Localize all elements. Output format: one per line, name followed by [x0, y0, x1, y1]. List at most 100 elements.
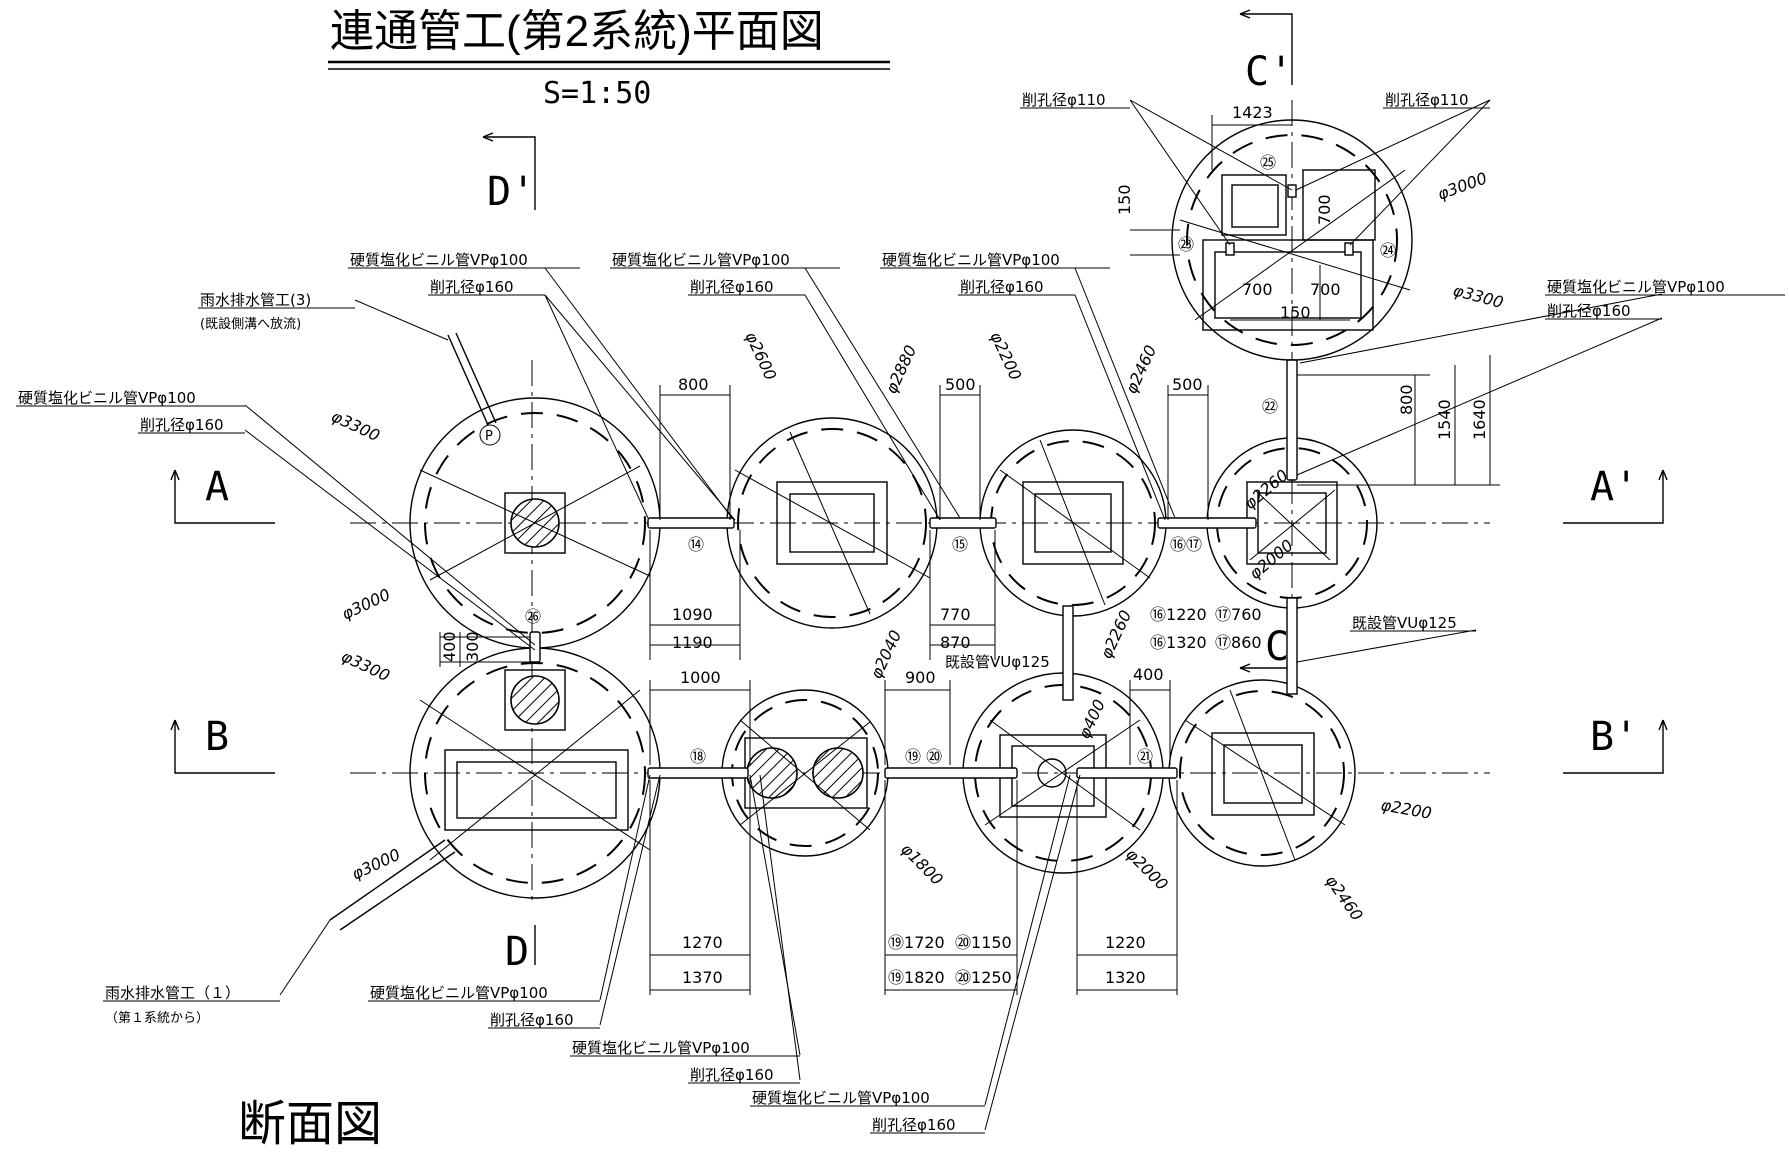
svg-text:D': D' — [487, 169, 535, 215]
callout-vp100-5: 硬質塩化ビニル管VPφ100 — [1547, 278, 1725, 296]
dia-2200-b4: φ2200 — [1379, 795, 1433, 823]
svg-text:B: B — [205, 714, 229, 760]
drawing-title: 連通管工(第2系統)平面図 — [330, 7, 824, 56]
callout-vp100-2: 硬質塩化ビニル管VPφ100 — [612, 251, 790, 269]
dim-1423: 1423 — [1232, 103, 1273, 122]
section-mark-a-prime: A' — [1563, 464, 1668, 524]
dia-3300-c: φ3300 — [1451, 281, 1505, 313]
dim-800-a: 800 — [678, 375, 709, 394]
pipe-22 — [1286, 359, 1298, 481]
dia-3000-c: φ3000 — [1435, 168, 1490, 203]
existing-pipe-a3 — [1062, 605, 1074, 701]
section-mark-b: B — [170, 714, 275, 774]
dim-1320-b: 1320 — [1105, 968, 1146, 987]
pipe-num-26: ㉖ — [525, 607, 541, 626]
dim-20-1250: ⑳1250 — [955, 968, 1012, 987]
callout-hole160-1: 削孔径φ160 — [430, 278, 514, 296]
dim-150-h: 150 — [1280, 303, 1311, 322]
callout-rain3-sub: (既設側溝へ放流) — [200, 316, 301, 332]
section-mark-a: A — [170, 464, 275, 524]
dia-2600: φ2600 — [741, 329, 780, 384]
manhole-b4 — [1168, 679, 1356, 867]
dim-400-b: 400 — [1133, 665, 1164, 684]
callout-hole160-2: 削孔径φ160 — [690, 278, 774, 296]
callout-hole160-3: 削孔径φ160 — [960, 278, 1044, 296]
dim-1190: 1190 — [672, 633, 713, 652]
rain-pipe-1 — [329, 839, 456, 931]
callout-vp100-3: 硬質塩化ビニル管VPφ100 — [882, 251, 1060, 269]
dim-16-1220: ⑯1220 — [1150, 605, 1207, 624]
dim-500-a3: 500 — [1172, 375, 1203, 394]
section-mark-b-prime: B' — [1563, 714, 1668, 774]
callout-hole160-8: 削孔径φ160 — [872, 1116, 956, 1134]
dia-2460-a3: φ2460 — [1121, 342, 1160, 397]
dimension-lines — [439, 115, 1500, 995]
dim-1270: 1270 — [682, 933, 723, 952]
dim-1540-v: 1540 — [1435, 399, 1454, 440]
pipe-num-14: ⑭ — [688, 535, 704, 554]
section-mark-d: D — [505, 925, 536, 975]
callout-rain1-sub: （第１系統から） — [105, 1011, 209, 1026]
callout-vp100-6: 硬質塩化ビニル管VPφ100 — [370, 984, 548, 1002]
pipe-19-20 — [884, 767, 1018, 779]
pipe-21 — [1076, 767, 1178, 779]
pipe-14 — [647, 517, 735, 529]
callout-hole160-5: 削孔径φ160 — [1547, 302, 1631, 320]
existing-pipe-a4 — [1286, 597, 1298, 695]
callout-existing-vu125-2: 既設管VUφ125 — [1352, 614, 1457, 632]
dia-2260-a4: φ2260 — [1240, 466, 1291, 514]
pipe-26 — [529, 631, 541, 663]
pipe-num-16-17: ⑯⑰ — [1170, 535, 1202, 554]
manhole-a2 — [726, 417, 938, 629]
dim-800-v: 800 — [1397, 384, 1416, 415]
svg-text:A': A' — [1590, 464, 1638, 510]
callout-hole160-7: 削孔径φ160 — [690, 1066, 774, 1084]
svg-text:A: A — [205, 464, 229, 510]
callout-hole110-right: 削孔径φ110 — [1385, 91, 1469, 109]
dim-20-1150: ⑳1150 — [955, 933, 1012, 952]
dim-300-v: 300 — [463, 631, 482, 662]
dim-17-860: ⑰860 — [1215, 633, 1262, 652]
dim-1640-v: 1640 — [1470, 399, 1489, 440]
rain-pipe-3 — [447, 332, 497, 426]
section-mark-c-prime: C' — [1239, 9, 1293, 95]
callout-rain3: 雨水排水管工(3) — [200, 291, 311, 309]
dia-1800: φ1800 — [897, 839, 947, 889]
callout-hole160-6: 削孔径φ160 — [490, 1011, 574, 1029]
manhole-a1: P — [409, 397, 661, 649]
dia-2260-b3: φ2260 — [1096, 607, 1135, 662]
pipe-num-22: ㉒ — [1262, 397, 1278, 416]
pipe-15 — [929, 517, 997, 529]
pipe-num-19-20: ⑲ ⑳ — [905, 747, 942, 766]
pipe-num-15: ⑮ — [952, 535, 968, 554]
callout-vp100-1: 硬質塩化ビニル管VPφ100 — [350, 251, 528, 269]
dim-16-1320: ⑯1320 — [1150, 633, 1207, 652]
dim-900: 900 — [905, 668, 936, 687]
dim-770: 770 — [940, 605, 971, 624]
dia-3300-a1: φ3300 — [328, 406, 383, 445]
svg-text:D: D — [505, 929, 529, 975]
pipe-num-24: ㉔ — [1380, 241, 1396, 260]
dia-3000-b1: φ3000 — [349, 845, 404, 884]
pipe-num-18: ⑱ — [690, 747, 706, 766]
callout-hole160-4: 削孔径φ160 — [140, 416, 224, 434]
dim-19-1720: ⑲1720 — [888, 933, 945, 952]
svg-text:C': C' — [1245, 49, 1293, 95]
callout-vp100-7: 硬質塩化ビニル管VPφ100 — [572, 1039, 750, 1057]
dim-19-1820: ⑲1820 — [888, 968, 945, 987]
dia-2880: φ2880 — [881, 342, 920, 397]
dim-1370: 1370 — [682, 968, 723, 987]
dim-1220-b: 1220 — [1105, 933, 1146, 952]
callout-hole110-left: 削孔径φ110 — [1022, 91, 1106, 109]
pipe-16-17 — [1157, 517, 1257, 529]
svg-text:C: C — [1265, 624, 1289, 670]
dim-500-a2: 500 — [945, 375, 976, 394]
dim-870: 870 — [940, 633, 971, 652]
pipe-num-25: ㉕ — [1260, 153, 1276, 172]
bottom-title: 断面図 — [238, 1098, 382, 1151]
dia-3300-b1: φ3300 — [338, 646, 393, 685]
dim-1090: 1090 — [672, 605, 713, 624]
pipe-num-23: ㉓ — [1178, 235, 1194, 254]
callout-rain1: 雨水排水管工（１） — [105, 984, 240, 1002]
